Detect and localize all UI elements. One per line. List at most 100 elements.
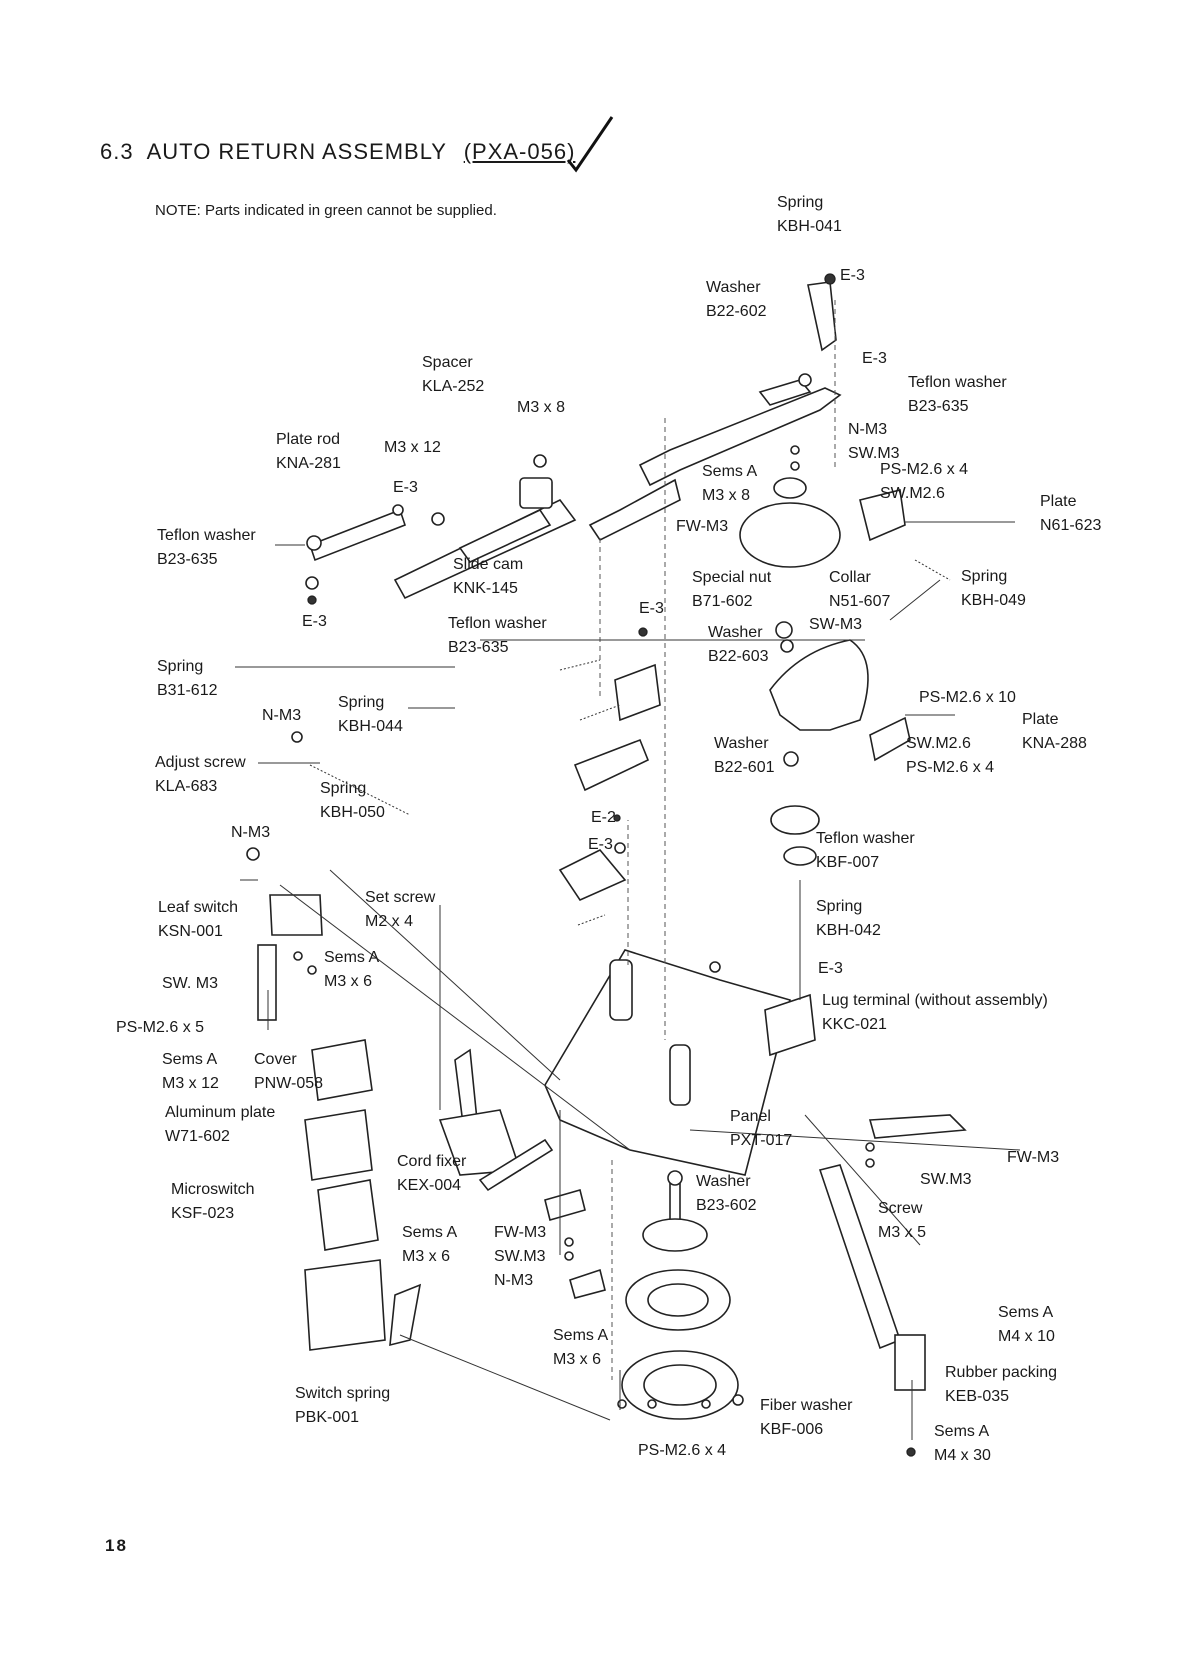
callout-line: KEX-004 <box>397 1177 462 1194</box>
callout-line: M3 x 12 <box>162 1075 219 1092</box>
callout-line: Sems A <box>934 1423 990 1440</box>
callout-line: Cover <box>254 1051 297 1068</box>
callout-line: KBH-049 <box>961 592 1026 609</box>
lever-mid-3 <box>558 849 627 902</box>
leaf-switch-body <box>257 944 277 1021</box>
callout-line: B31-612 <box>157 682 218 699</box>
fiber-washer-hole <box>643 1364 717 1406</box>
callout-line: Spring <box>961 568 1008 585</box>
callout-line: Sems A <box>162 1051 218 1068</box>
callout-line: KBF-006 <box>760 1421 824 1438</box>
check-mark-icon <box>566 116 614 173</box>
rubber-packing-shape <box>894 1334 926 1391</box>
callout-line: M3 x 6 <box>402 1248 451 1265</box>
callout-line: Spring <box>157 658 204 675</box>
callout-line: Spring <box>777 194 824 211</box>
callout-line: PS-M2.6 x 5 <box>116 1019 205 1036</box>
callout-psm26x10: PS-M2.6 x 10 <box>919 686 1016 710</box>
slide-cam-slot <box>458 508 552 564</box>
section-number: 6.3 <box>100 139 134 164</box>
callout-line: PS-M2.6 x 10 <box>919 689 1016 706</box>
callout-line: N51-607 <box>829 593 891 610</box>
callout-line: E-3 <box>818 960 843 977</box>
page-number: 18 <box>105 1536 128 1555</box>
washer-b22602-shape <box>773 477 807 499</box>
callout-line: FW-M3 <box>494 1224 547 1241</box>
callout-line: B23-635 <box>908 398 969 415</box>
callout-e3-5: E-3 <box>639 597 664 621</box>
note-text: NOTE: Parts indicated in green cannot be… <box>155 202 497 219</box>
callout-e3-6: E-3 <box>588 833 613 857</box>
callout-line: KBH-044 <box>338 718 403 735</box>
callout-line: Washer <box>696 1173 751 1190</box>
callout-line: W71-602 <box>165 1128 230 1145</box>
callout-line: FW-M3 <box>1007 1149 1060 1166</box>
callout-line: SW.M2.6 <box>880 485 945 502</box>
callout-line: Leaf switch <box>158 899 239 916</box>
callout-e3-7: E-3 <box>818 957 843 981</box>
callout-line: KNK-145 <box>453 580 518 597</box>
callout-line: Teflon washer <box>157 527 256 544</box>
assembly-code: (PXA-056) <box>463 139 576 164</box>
callout-fw-m3-b: FW-M3 <box>1007 1146 1059 1170</box>
callout-line: SW.M3 <box>494 1248 546 1265</box>
cord-clamp-shape <box>544 1189 586 1221</box>
switch-spring-shape <box>389 1283 422 1347</box>
callout-line: B71-602 <box>692 593 753 610</box>
callout-line: FW-M3 <box>676 518 729 535</box>
callout-line: KKC-021 <box>822 1016 887 1033</box>
callout-line: Sems A <box>998 1304 1054 1321</box>
panel-pxt017-shape <box>544 949 791 1176</box>
callout-line: Plate rod <box>276 431 341 448</box>
callout-psm26x5: PS-M2.6 x 5 <box>116 1016 204 1040</box>
section-name: AUTO RETURN ASSEMBLY <box>146 139 447 164</box>
callout-nm3-a: N-M3 <box>262 704 301 728</box>
leader-lines <box>235 300 1021 1440</box>
callout-line: SW.M3 <box>920 1171 972 1188</box>
callout-sw-m3-b: SW. M3 <box>162 972 218 996</box>
callout-line: Spring <box>816 898 863 915</box>
cord-fixer-shape <box>478 1138 554 1192</box>
callout-line: Microswitch <box>171 1181 255 1198</box>
spring-kbh044-coil <box>579 704 621 721</box>
callout-line: E-3 <box>840 267 865 284</box>
callout-line: Spring <box>320 780 367 797</box>
callout-line: PS-M2.6 x 4 <box>880 461 969 478</box>
callout-sems-m3x6-b: Sems A M3 x 6 <box>402 1221 457 1269</box>
callout-line: Teflon washer <box>908 374 1007 391</box>
callout-m3x12: M3 x 12 <box>384 436 441 460</box>
leaf-switch-bracket <box>269 894 323 936</box>
callout-line: E-3 <box>862 350 887 367</box>
callout-line: SW.M3 <box>848 445 900 462</box>
callout-line: Washer <box>714 735 769 752</box>
callout-line: Cord fixer <box>397 1153 467 1170</box>
callout-line: PS-M2.6 x 4 <box>638 1442 727 1459</box>
callout-line: Fiber washer <box>760 1397 853 1414</box>
callout-line: SW-M3 <box>809 616 863 633</box>
callout-line: E-3 <box>302 613 327 630</box>
lug-terminal-shape <box>764 993 816 1057</box>
callout-line: PXT-017 <box>730 1132 793 1149</box>
upper-lever-part <box>638 387 842 487</box>
callout-line: Sems A <box>402 1224 458 1241</box>
panel-post-1 <box>609 959 633 1021</box>
callout-line: SW.M2.6 <box>906 735 971 752</box>
callout-line: KSN-001 <box>158 923 223 940</box>
switch-holder-shape <box>304 1259 386 1351</box>
callout-line: N-M3 <box>494 1272 534 1289</box>
